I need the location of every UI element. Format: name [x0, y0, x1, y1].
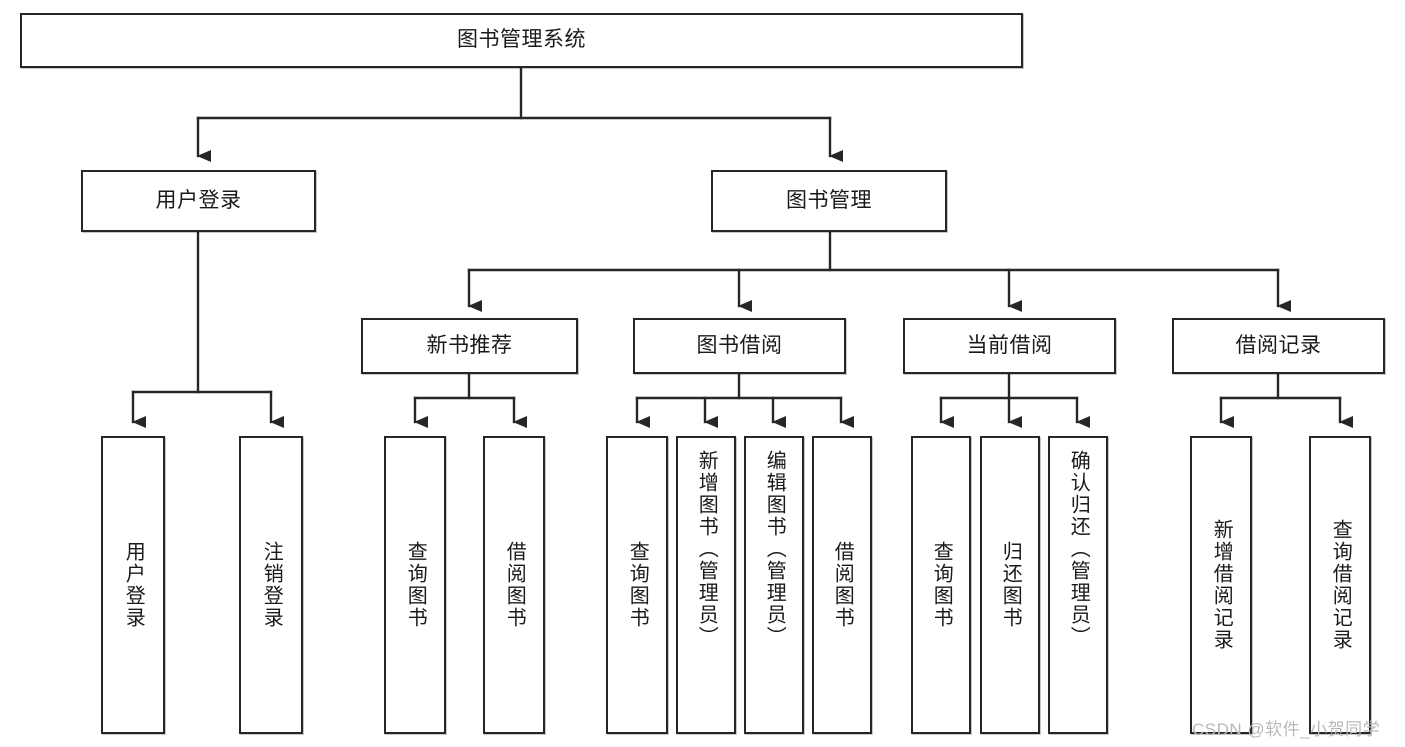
- leaf-edit-book-admin[interactable]: 编辑图书（管理员）: [744, 436, 804, 734]
- leaf-query-book-recommend[interactable]: 查询图书: [384, 436, 446, 734]
- node-borrow-records[interactable]: 借阅记录: [1172, 318, 1385, 374]
- node-label: 借阅图书: [503, 541, 526, 629]
- node-label: 新增图书（管理员）: [695, 450, 718, 648]
- node-label: 借阅图书: [831, 541, 854, 629]
- leaf-borrow-book[interactable]: 借阅图书: [812, 436, 872, 734]
- node-label: 查询图书: [404, 541, 427, 629]
- node-current-borrow[interactable]: 当前借阅: [903, 318, 1116, 374]
- node-label: 图书借阅: [696, 333, 783, 357]
- leaf-user-login[interactable]: 用户登录: [101, 436, 165, 734]
- leaf-return-book[interactable]: 归还图书: [980, 436, 1040, 734]
- node-label: 确认归还（管理员）: [1067, 450, 1090, 648]
- leaf-add-borrow-record[interactable]: 新增借阅记录: [1190, 436, 1252, 734]
- leaf-query-borrow-record[interactable]: 查询借阅记录: [1309, 436, 1371, 734]
- node-label: 编辑图书（管理员）: [763, 450, 786, 648]
- node-label: 新增借阅记录: [1210, 519, 1233, 651]
- node-root-book-management-system[interactable]: 图书管理系统: [20, 13, 1023, 68]
- node-book-management[interactable]: 图书管理: [711, 170, 947, 232]
- leaf-confirm-return-admin[interactable]: 确认归还（管理员）: [1048, 436, 1108, 734]
- node-user-login[interactable]: 用户登录: [81, 170, 316, 232]
- node-label: 查询借阅记录: [1329, 519, 1352, 651]
- node-new-book-recommend[interactable]: 新书推荐: [361, 318, 578, 374]
- leaf-query-book-borrow[interactable]: 查询图书: [606, 436, 668, 734]
- node-label: 用户登录: [122, 541, 145, 629]
- node-label: 查询图书: [626, 541, 649, 629]
- node-label: 图书管理: [786, 188, 872, 212]
- leaf-add-book-admin[interactable]: 新增图书（管理员）: [676, 436, 736, 734]
- node-label: 当前借阅: [966, 333, 1053, 357]
- node-book-borrow[interactable]: 图书借阅: [633, 318, 846, 374]
- leaf-logout[interactable]: 注销登录: [239, 436, 303, 734]
- node-label: 图书管理系统: [457, 28, 586, 52]
- node-label: 归还图书: [999, 541, 1022, 629]
- watermark-text: CSDN @软件_小贺同学: [1192, 720, 1381, 739]
- leaf-borrow-book-recommend[interactable]: 借阅图书: [483, 436, 545, 734]
- node-label: 借阅记录: [1235, 333, 1322, 357]
- leaf-query-book-current[interactable]: 查询图书: [911, 436, 971, 734]
- node-label: 新书推荐: [426, 333, 513, 357]
- node-label: 用户登录: [155, 188, 242, 212]
- node-label: 查询图书: [930, 541, 953, 629]
- node-label: 注销登录: [260, 541, 283, 629]
